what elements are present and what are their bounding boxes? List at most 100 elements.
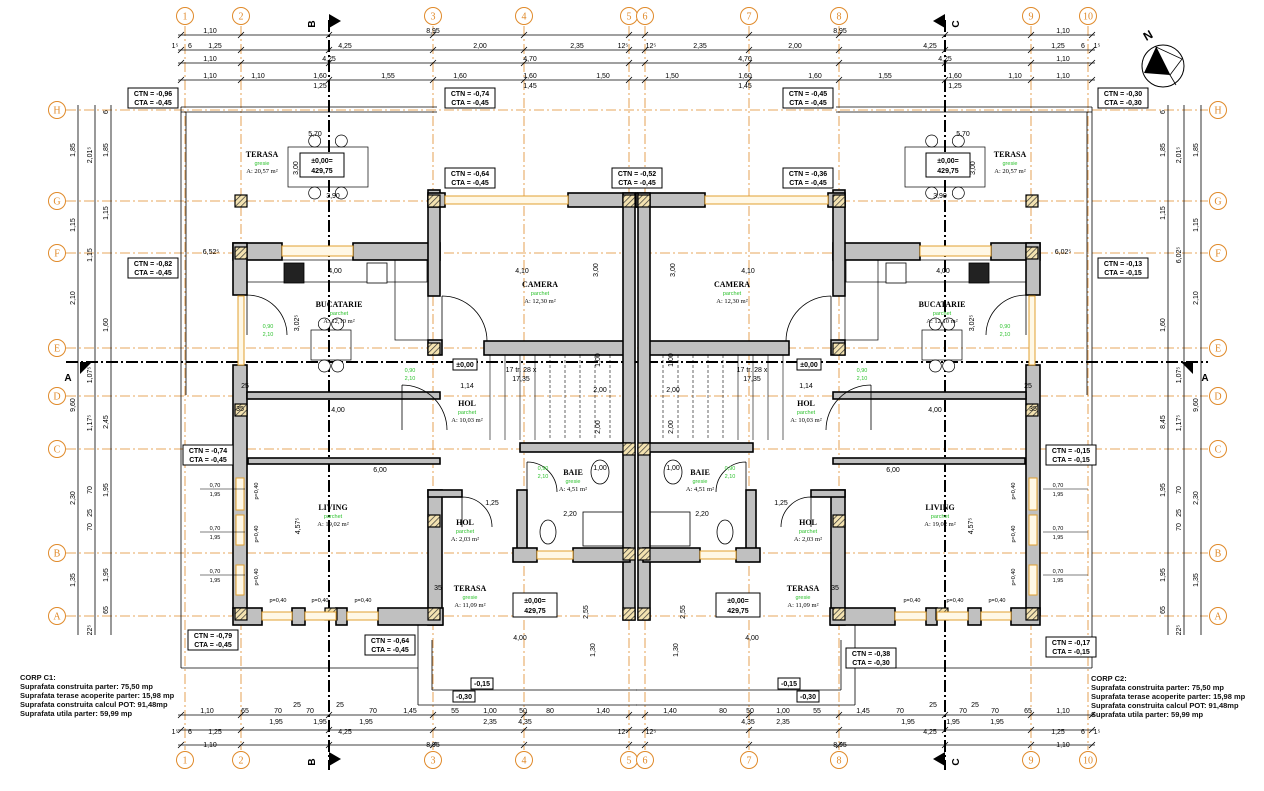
- dimension-bottom-tick: [745, 711, 753, 719]
- dimension-text: 70: [1176, 486, 1183, 494]
- grid-column-label: 4: [522, 756, 527, 767]
- room-finish: parchet: [933, 311, 952, 317]
- dimension-text: 25: [1024, 383, 1032, 390]
- grid-column-label: 2: [239, 12, 244, 23]
- grid-bubble: [1209, 339, 1227, 357]
- window: [235, 564, 245, 596]
- dimension-top-tick: [1027, 76, 1035, 84]
- elevation-box: [452, 690, 476, 703]
- stove-icon: [366, 262, 388, 284]
- room-name: HOL: [799, 518, 817, 527]
- level-ctn: CTN = -0,79: [194, 633, 232, 640]
- dimension-text: 2,00: [788, 43, 802, 50]
- door-swing: [526, 461, 558, 493]
- dimension-bottom-tick: [325, 711, 333, 719]
- chair-icon: [951, 186, 965, 200]
- grid-column-label: 9: [1029, 756, 1034, 767]
- wall: [967, 607, 982, 626]
- room-name: CAMERA: [522, 280, 558, 289]
- grid-row-label: C: [1215, 445, 1222, 456]
- dimension-bottom-tick: [641, 726, 649, 734]
- dimension-text: 1,00: [668, 353, 675, 367]
- room-name: BUCATARIE: [316, 300, 363, 309]
- room-finish: parchet: [799, 529, 818, 535]
- section-arrow-icon: [80, 362, 92, 374]
- dimension-text: 50: [519, 708, 527, 715]
- dimension-text: 4,35: [741, 719, 755, 726]
- chair-icon: [308, 134, 322, 148]
- level-ctn: CTN = -0,74: [451, 91, 489, 98]
- level-cta: CTA = -0,30: [852, 660, 890, 667]
- grid-bubble: [1209, 244, 1227, 262]
- dimension-text: 1,35: [1193, 573, 1200, 587]
- room-area: A: 20,57 m²: [994, 168, 1025, 175]
- dimension-text: 1,10: [203, 56, 217, 63]
- dimension-text: 1,10: [203, 28, 217, 35]
- grid-bubble: [1079, 751, 1097, 769]
- dimension-text: 35: [434, 585, 442, 592]
- window-sill: p=0,40: [254, 569, 260, 586]
- grid-row-label: A: [53, 612, 61, 623]
- wall: [516, 489, 528, 556]
- dimension-text: 1,85: [1193, 143, 1200, 157]
- wall: [483, 340, 631, 356]
- window-sill: p=0,40: [904, 598, 921, 604]
- structural-column: [1025, 607, 1039, 621]
- level-box: [187, 629, 239, 651]
- chair-icon: [331, 359, 345, 373]
- dimension-top-tick: [1027, 59, 1035, 67]
- dimension-text: 1,60: [948, 73, 962, 80]
- dimension-text: 6,02⁵: [1176, 247, 1183, 264]
- grid-bubble: [1022, 7, 1040, 25]
- structural-column: [637, 607, 651, 621]
- dimension-top-tick: [941, 46, 949, 54]
- dimension-text: 2,55: [680, 605, 687, 619]
- dimension-text: 6: [188, 43, 192, 50]
- dimension-bottom-tick: [237, 711, 245, 719]
- dimension-text: 80: [546, 708, 554, 715]
- wall: [291, 607, 306, 626]
- level-cta: CTA = -0,15: [1052, 457, 1090, 464]
- door-swing: [780, 496, 812, 528]
- dimension-bottom-tick: [325, 741, 333, 749]
- dimension-text: 1,95: [359, 719, 373, 726]
- dimension-text: 2,01⁵: [1176, 147, 1183, 164]
- structural-column: [427, 607, 441, 621]
- grid-bubble: [424, 751, 442, 769]
- grid-column-label: 10: [1083, 12, 1093, 23]
- grid-row-label: D: [53, 392, 60, 403]
- chair-icon: [928, 359, 942, 373]
- dimension-text: 1,50: [665, 73, 679, 80]
- dimension-text: 1,60: [808, 73, 822, 80]
- grid-column-label: 3: [431, 756, 436, 767]
- corp-c2-line: Suprafata construita parter: 75,50 mp: [1091, 683, 1224, 692]
- dimension-bottom-tick: [1027, 741, 1035, 749]
- structural-column: [637, 547, 651, 561]
- section-label: C: [951, 758, 962, 765]
- level-ctn: CTN = -0,38: [852, 651, 890, 658]
- dimension-text: 2,00: [595, 420, 602, 434]
- window: [444, 195, 569, 205]
- room-name: HOL: [456, 518, 474, 527]
- dimension-bottom-tick: [429, 726, 437, 734]
- grid-column-label: 5: [627, 756, 632, 767]
- window-sill: p=0,40: [1011, 483, 1017, 500]
- washbasin-icon: [663, 459, 683, 485]
- grid-bubble: [48, 544, 66, 562]
- dimension-text: 1,10: [1008, 73, 1022, 80]
- dimension-text: 1,10: [1056, 56, 1070, 63]
- corp-c1-line: Suprafata construita parter: 75,50 mp: [20, 682, 153, 691]
- level-ctn: CTN = -0,64: [371, 638, 409, 645]
- dimension-text: 3,02⁵: [294, 315, 301, 332]
- door-height: 2,10: [725, 474, 736, 480]
- grid-column-label: 3: [431, 12, 436, 23]
- dimension-bottom-tick: [1088, 726, 1096, 734]
- dimension-text: 4,00: [328, 268, 342, 275]
- corp-c1-line: Suprafata utila parter: 59,99 mp: [20, 709, 133, 718]
- elevation-label: ±0,00=: [937, 158, 959, 165]
- dimension-text: 4,00: [513, 635, 527, 642]
- grid-row-label: C: [54, 445, 61, 456]
- wall: [352, 242, 441, 261]
- level-ctn: CTN = -0,17: [1052, 640, 1090, 647]
- dimension-bottom-tick: [1088, 741, 1096, 749]
